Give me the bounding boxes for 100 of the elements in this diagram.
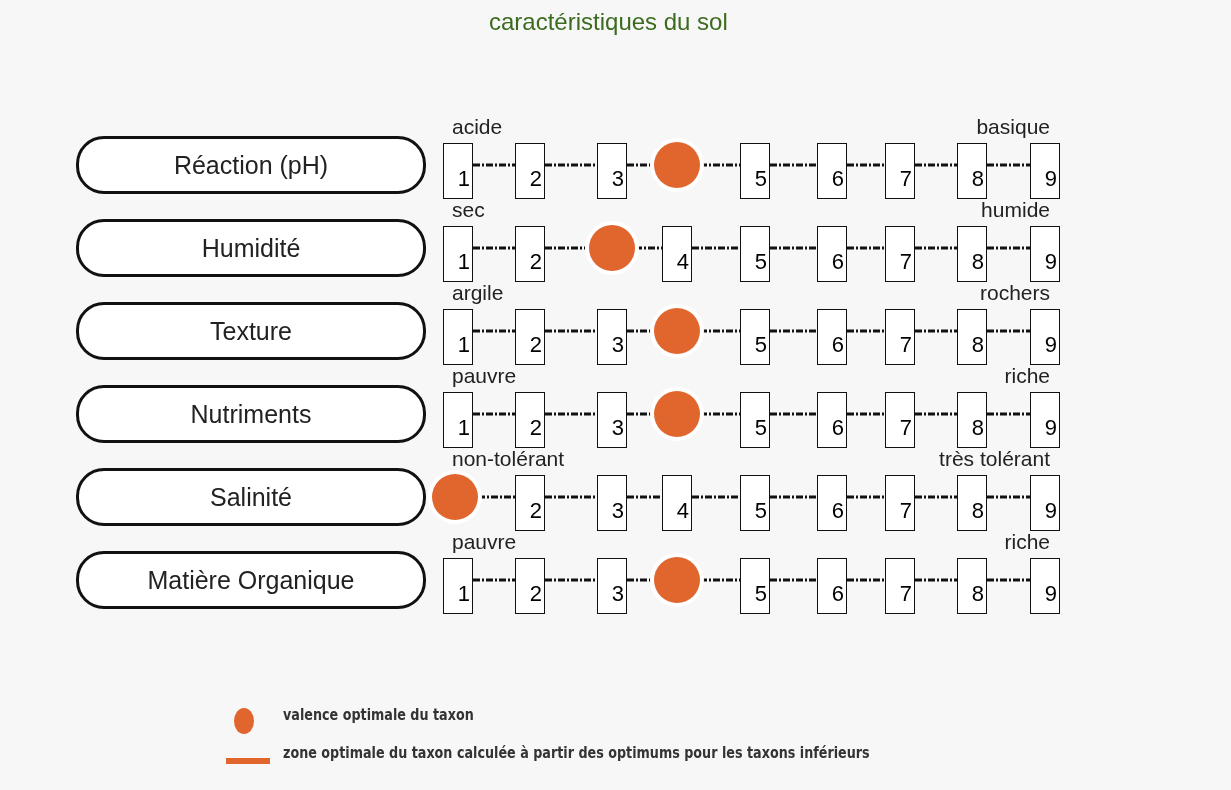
scale-box: 6 — [817, 475, 847, 531]
dashed-connector — [692, 495, 740, 499]
dashed-connector — [545, 578, 597, 582]
scale-box: 6 — [817, 392, 847, 448]
dashed-connector — [915, 495, 957, 499]
scale-box: 3 — [597, 309, 627, 365]
scale-box: 6 — [817, 558, 847, 614]
scale-box: 8 — [957, 226, 987, 282]
dashed-connector — [473, 246, 515, 250]
scale-box: 3 — [597, 558, 627, 614]
dashed-connector — [915, 163, 957, 167]
scale-box: 2 — [515, 143, 545, 199]
row-label-pill: Nutriments — [76, 385, 426, 443]
scale-box: 8 — [957, 143, 987, 199]
dashed-connector — [915, 329, 957, 333]
dashed-connector — [987, 495, 1030, 499]
scale-box: 5 — [740, 226, 770, 282]
scale-end-label: riche — [1004, 364, 1050, 388]
row-label-pill: Réaction (pH) — [76, 136, 426, 194]
scale-box: 1 — [443, 309, 473, 365]
dashed-connector — [915, 578, 957, 582]
dashed-connector — [770, 495, 817, 499]
dashed-connector — [987, 163, 1030, 167]
scale-box: 2 — [515, 392, 545, 448]
optimum-dot — [654, 308, 700, 354]
dashed-connector — [770, 412, 817, 416]
dashed-connector — [627, 495, 662, 499]
scale-box: 6 — [817, 226, 847, 282]
dashed-connector — [545, 163, 597, 167]
scale-box: 9 — [1030, 309, 1060, 365]
dashed-connector — [545, 412, 597, 416]
scale-box: 2 — [515, 475, 545, 531]
dashed-connector — [847, 329, 885, 333]
dashed-connector — [915, 246, 957, 250]
scale-box: 8 — [957, 309, 987, 365]
optimum-dot — [589, 225, 635, 271]
scale-box: 7 — [885, 475, 915, 531]
row-label-pill: Texture — [76, 302, 426, 360]
legend-text: zone optimale du taxon calculée à partir des optimums pour les taxons inférieurs — [283, 744, 870, 762]
scale-box: 5 — [740, 309, 770, 365]
scale-box: 9 — [1030, 475, 1060, 531]
scale-end-label: basique — [976, 115, 1050, 139]
scale-box: 9 — [1030, 143, 1060, 199]
scale-box: 8 — [957, 392, 987, 448]
scale-end-label: rochers — [979, 281, 1050, 305]
scale-box: 4 — [662, 226, 692, 282]
scale-box: 2 — [515, 309, 545, 365]
optimum-dot — [432, 474, 478, 520]
dashed-connector — [987, 246, 1030, 250]
scale-box: 3 — [597, 143, 627, 199]
scale-end-label: argile — [452, 281, 504, 305]
scale-box: 3 — [597, 392, 627, 448]
dashed-connector — [770, 246, 817, 250]
row-label-pill: Humidité — [76, 219, 426, 277]
dashed-connector — [473, 412, 515, 416]
dashed-connector — [473, 163, 515, 167]
scale-box: 3 — [597, 475, 627, 531]
scale-end-label: pauvre — [452, 530, 517, 554]
dashed-connector — [545, 495, 597, 499]
dashed-connector — [473, 329, 515, 333]
scale-box: 9 — [1030, 392, 1060, 448]
scale-box: 8 — [957, 558, 987, 614]
scale-box: 7 — [885, 143, 915, 199]
dashed-connector — [770, 329, 817, 333]
scale-box: 6 — [817, 143, 847, 199]
dashed-connector — [847, 246, 885, 250]
dashed-connector — [847, 412, 885, 416]
dashed-connector — [770, 163, 817, 167]
scale-end-label: acide — [452, 115, 503, 139]
row-label-pill: Salinité — [76, 468, 426, 526]
scale-box: 9 — [1030, 558, 1060, 614]
scale-end-label: riche — [1004, 530, 1050, 554]
scale-box: 5 — [740, 475, 770, 531]
scale-box: 6 — [817, 309, 847, 365]
dashed-connector — [847, 163, 885, 167]
scale-box: 5 — [740, 143, 770, 199]
legend-text: valence optimale du taxon — [283, 706, 474, 724]
scale-end-label: non-tolérant — [452, 447, 565, 471]
scale-end-label: très tolérant — [939, 447, 1050, 471]
dashed-connector — [473, 578, 515, 582]
scale-end-label: humide — [981, 198, 1050, 222]
optimum-dot — [654, 142, 700, 188]
scale-box: 5 — [740, 558, 770, 614]
dashed-connector — [987, 412, 1030, 416]
scale-end-label: pauvre — [452, 364, 517, 388]
dashed-connector — [770, 578, 817, 582]
dashed-connector — [847, 578, 885, 582]
scale-box: 2 — [515, 226, 545, 282]
optimum-dot — [654, 557, 700, 603]
dashed-connector — [692, 246, 740, 250]
scale-box: 5 — [740, 392, 770, 448]
dashed-connector — [545, 329, 597, 333]
scale-box: 8 — [957, 475, 987, 531]
dashed-connector — [915, 412, 957, 416]
scale-box: 7 — [885, 392, 915, 448]
scale-box: 7 — [885, 309, 915, 365]
scale-box: 1 — [443, 226, 473, 282]
dashed-connector — [987, 578, 1030, 582]
scale-box: 9 — [1030, 226, 1060, 282]
scale-box: 1 — [443, 143, 473, 199]
